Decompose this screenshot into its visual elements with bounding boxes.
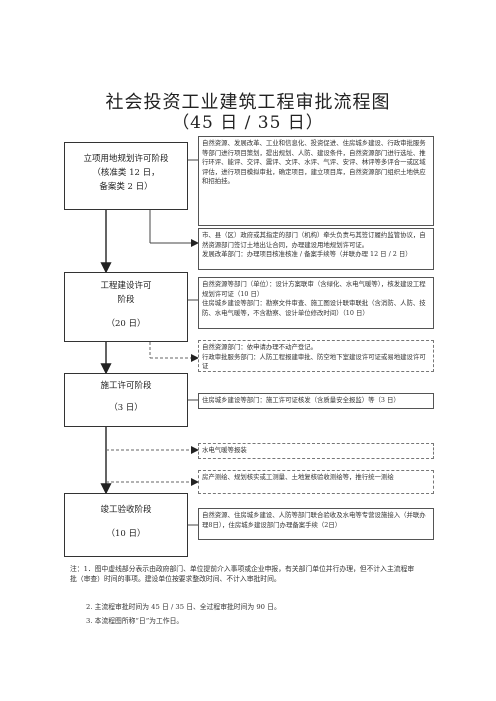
stage-line: 阶段 xyxy=(117,295,135,305)
page-subtitle: （45 日 / 35 日） xyxy=(172,113,324,133)
stage-line xyxy=(65,393,187,401)
stage-line xyxy=(65,517,187,527)
footnote-3: 3. 本流程图所称“日”为工作日。 xyxy=(86,617,184,625)
note-land-contract: 市、县（区）政府或其指定的部门（机构）牵头负责与其签订履约监管协议，自然资源部门… xyxy=(198,228,434,270)
note-design-review: 自然资源等部门（单位）：设计方案联审（含绿化、水电气暖等），核发建设工程规划许可… xyxy=(198,277,434,329)
note-property-registration: 自然资源部门：依申请办理不动产登记。 行政审批服务部门：人防工程报建审批、防空地… xyxy=(198,340,434,372)
stage-line: （核准类 12 日， xyxy=(92,168,160,178)
footnote-2: 2. 主流程审批时间为 45 日 / 35 日、全过程审批时间为 90 日。 xyxy=(86,603,281,611)
stage-line: （3 日） xyxy=(109,403,143,413)
note-construction-permit: 住房城乡建设等部门：施工许可证核发（含质量安全报监）等（3 日） xyxy=(198,393,434,409)
stage-line: 施工许可阶段 xyxy=(100,381,152,391)
note-utility-application: 水电气暖等报装 xyxy=(198,443,434,459)
stage-box-construction-permit: 工程建设许可 阶段 （20 日） xyxy=(64,272,188,342)
note-joint-acceptance: 自然资源、住房城乡建设、人防等部门联合验收及水电等专营设施接入（并联办理8日），… xyxy=(198,508,434,540)
stage-line: 备案类 2 日） xyxy=(99,182,153,192)
stage-line: （10 日） xyxy=(106,529,146,539)
stage-box-build-permit: 施工许可阶段 （3 日） xyxy=(64,373,188,427)
note-unified-surveying: 房产测绘、规划核实或工测量、土地复核验收测绘等，推行统一测绘 xyxy=(198,470,434,494)
stage-line: 立项用地规划许可阶段 xyxy=(83,154,169,164)
stage-box-land-planning: 立项用地规划许可阶段 （核准类 12 日， 备案类 2 日） xyxy=(64,142,188,210)
stage-line: 竣工验收阶段 xyxy=(100,505,152,515)
footnote-1: 注：1．图中虚线部分表示由政府部门、单位提前介入事项或企业申报，有关部门单位并行… xyxy=(70,565,415,583)
stage-line: （20 日） xyxy=(106,319,146,329)
note-project-planning: 自然资源、发展改革、工业和信息化、投资促进、住房城乡建设、行政审批服务等部门进行… xyxy=(198,136,434,226)
stage-box-completion-acceptance: 竣工验收阶段 （10 日） xyxy=(64,493,188,557)
stage-line: 工程建设许可 xyxy=(100,281,152,291)
page-title: 社会投资工业建筑工程审批流程图 xyxy=(105,92,391,113)
stage-line xyxy=(65,307,187,317)
